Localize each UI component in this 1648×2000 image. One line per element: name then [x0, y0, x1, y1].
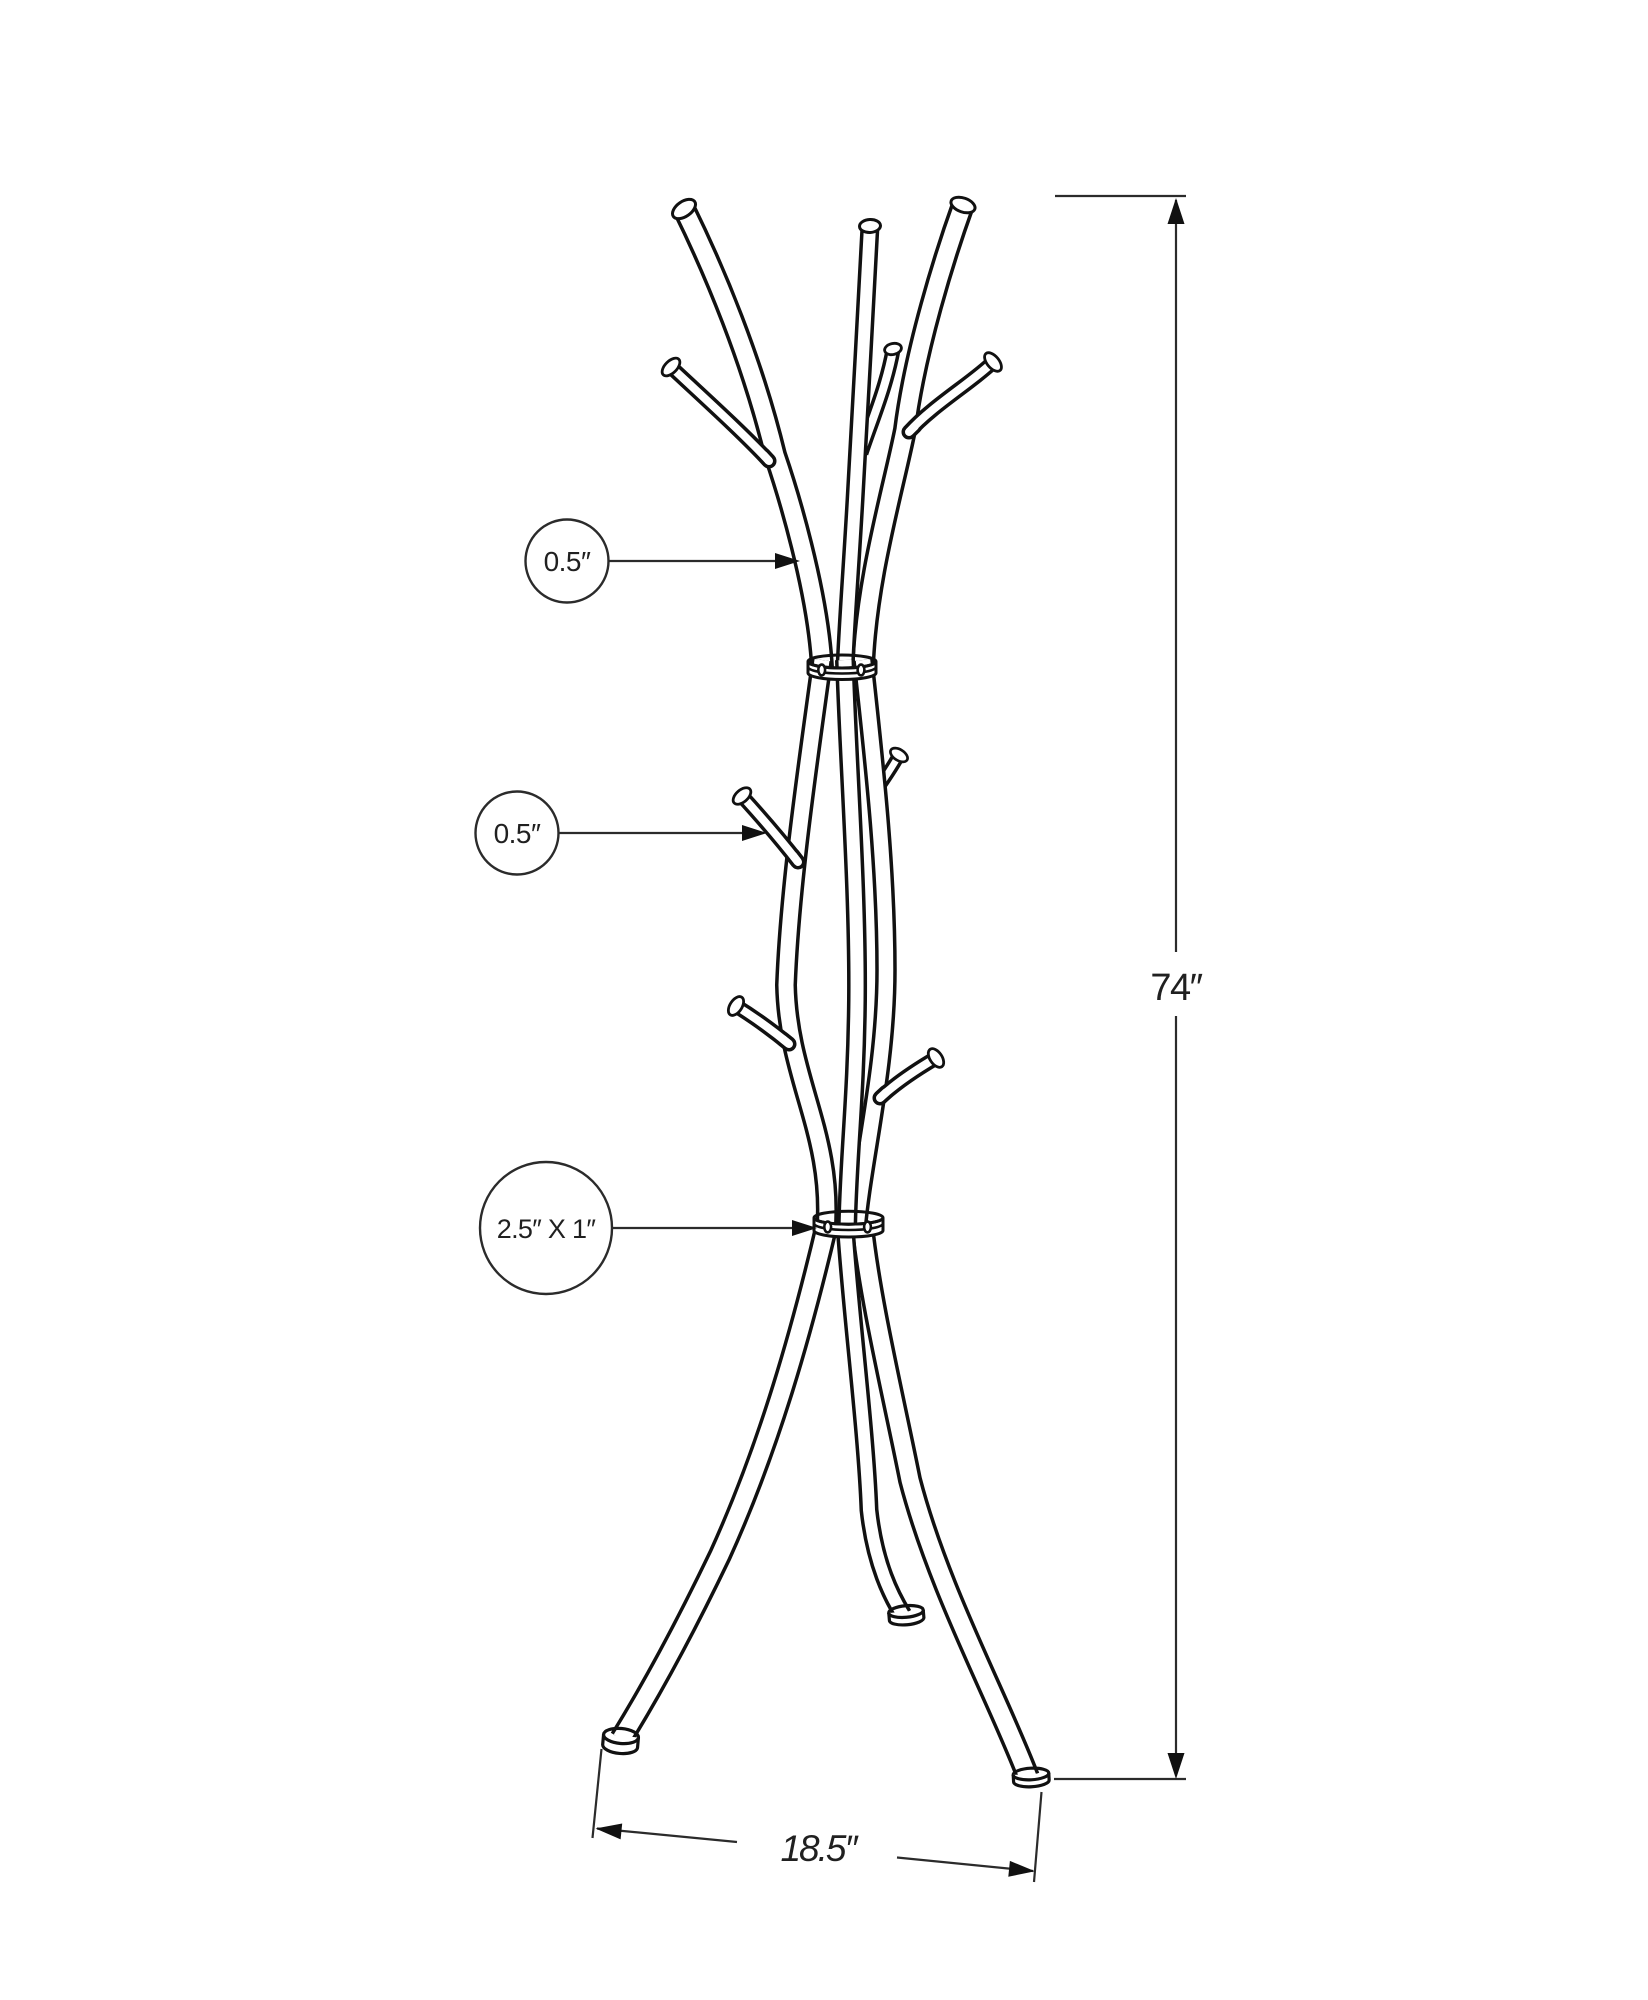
svg-text:18.5″: 18.5″ [780, 1828, 859, 1869]
svg-text:0.5″: 0.5″ [494, 818, 541, 849]
svg-text:2.5″ X 1″: 2.5″ X 1″ [497, 1214, 597, 1244]
svg-text:74″: 74″ [1150, 967, 1202, 1009]
svg-text:0.5″: 0.5″ [544, 546, 591, 577]
